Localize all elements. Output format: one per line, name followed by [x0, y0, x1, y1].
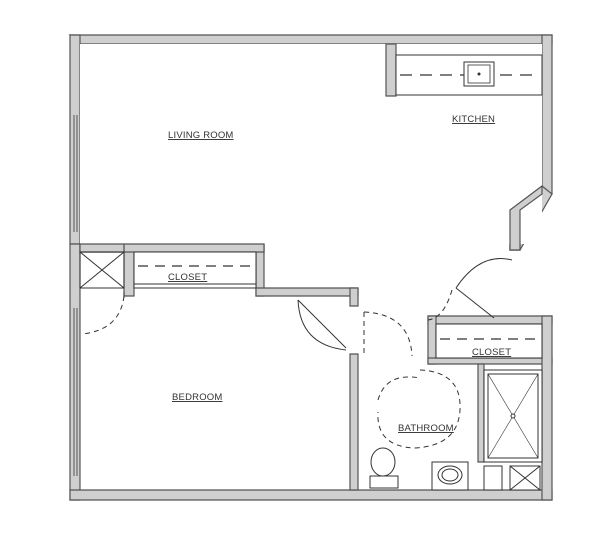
room-labels: LIVING ROOM KITCHEN CLOSET CLOSET BEDROO…	[168, 114, 511, 434]
door-swings	[81, 258, 513, 449]
wall-left-lower	[69, 243, 81, 501]
label-kitchen: KITCHEN	[452, 114, 495, 125]
bedroom-door	[297, 299, 347, 349]
walls-overlay	[79, 43, 543, 253]
entry-door	[455, 287, 495, 319]
wall-left-upper	[69, 34, 81, 245]
wall-partition-step	[255, 287, 359, 297]
wall-right-lower	[541, 315, 553, 501]
kitchen-counter	[395, 54, 543, 96]
hall-closet	[435, 323, 543, 359]
wall-bath-left	[349, 353, 359, 491]
wall-right-top	[541, 34, 553, 195]
wall-bottom	[69, 489, 553, 501]
label-living-room: LIVING ROOM	[168, 130, 234, 141]
wall-top	[68, 34, 553, 45]
wall-hallcloset-bottom	[427, 357, 553, 365]
label-bedroom-closet: CLOSET	[168, 272, 207, 283]
label-bedroom: BEDROOM	[172, 392, 223, 403]
label-bathroom: BATHROOM	[398, 423, 454, 434]
utility-closet-x	[79, 251, 125, 289]
wall-shower-left	[477, 363, 485, 463]
entry-door-arc	[455, 258, 513, 289]
toilet	[370, 447, 396, 477]
wall-partition-stub	[349, 287, 359, 307]
label-hall-closet: CLOSET	[472, 347, 511, 358]
bathroom-fixtures	[369, 369, 543, 491]
windows	[73, 115, 78, 476]
bedroom-closet	[133, 251, 257, 289]
wall-hallcloset-top	[427, 315, 553, 325]
wall-hallcloset-left	[427, 315, 437, 365]
